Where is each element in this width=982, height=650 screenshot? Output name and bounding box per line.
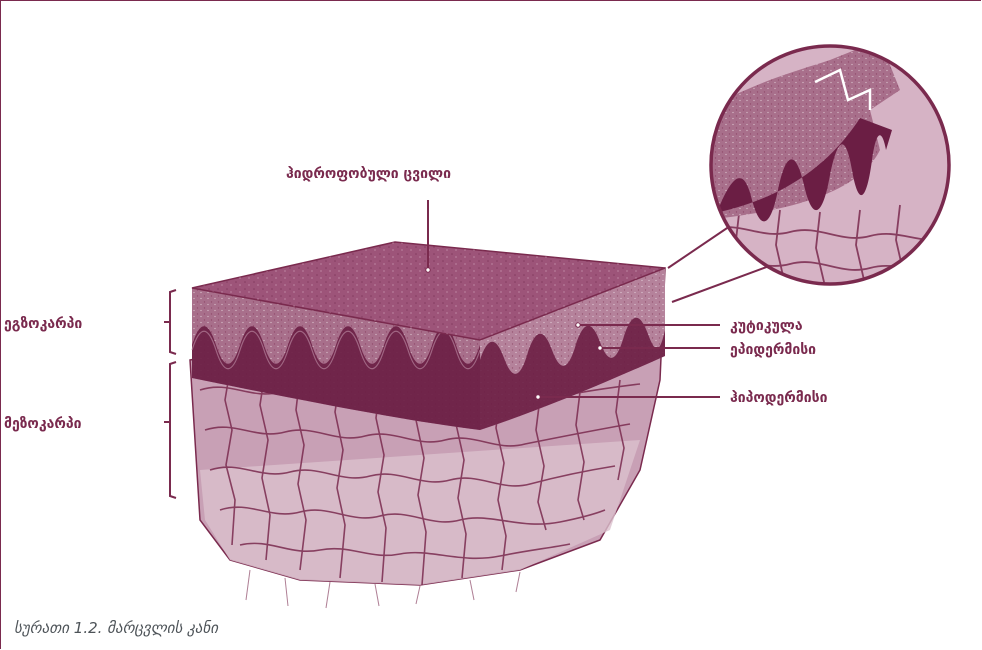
grape-skin-diagram: ჰიდროფობული ცვილი ეგზოკარპი მეზოკარპი კუ…	[0, 0, 982, 610]
label-exocarp: ეგზოკარპი	[4, 316, 82, 332]
label-cuticle: კუტიკულა	[730, 318, 803, 334]
label-hypodermis: ჰიპოდერმისი	[730, 390, 828, 406]
zoom-inset	[700, 40, 970, 300]
grape-skin-figure: ჰიდროფობული ცვილი ეგზოკარპი მეზოკარპი კუ…	[0, 0, 982, 610]
label-hydrophobic-wax: ჰიდროფობული ცვილი	[286, 166, 451, 182]
figure-caption: სურათი 1.2. მარცვლის კანი	[14, 619, 218, 637]
layer-brackets	[164, 290, 176, 498]
label-epidermis: ეპიდერმისი	[730, 342, 816, 358]
label-mesocarp: მეზოკარპი	[4, 416, 82, 432]
